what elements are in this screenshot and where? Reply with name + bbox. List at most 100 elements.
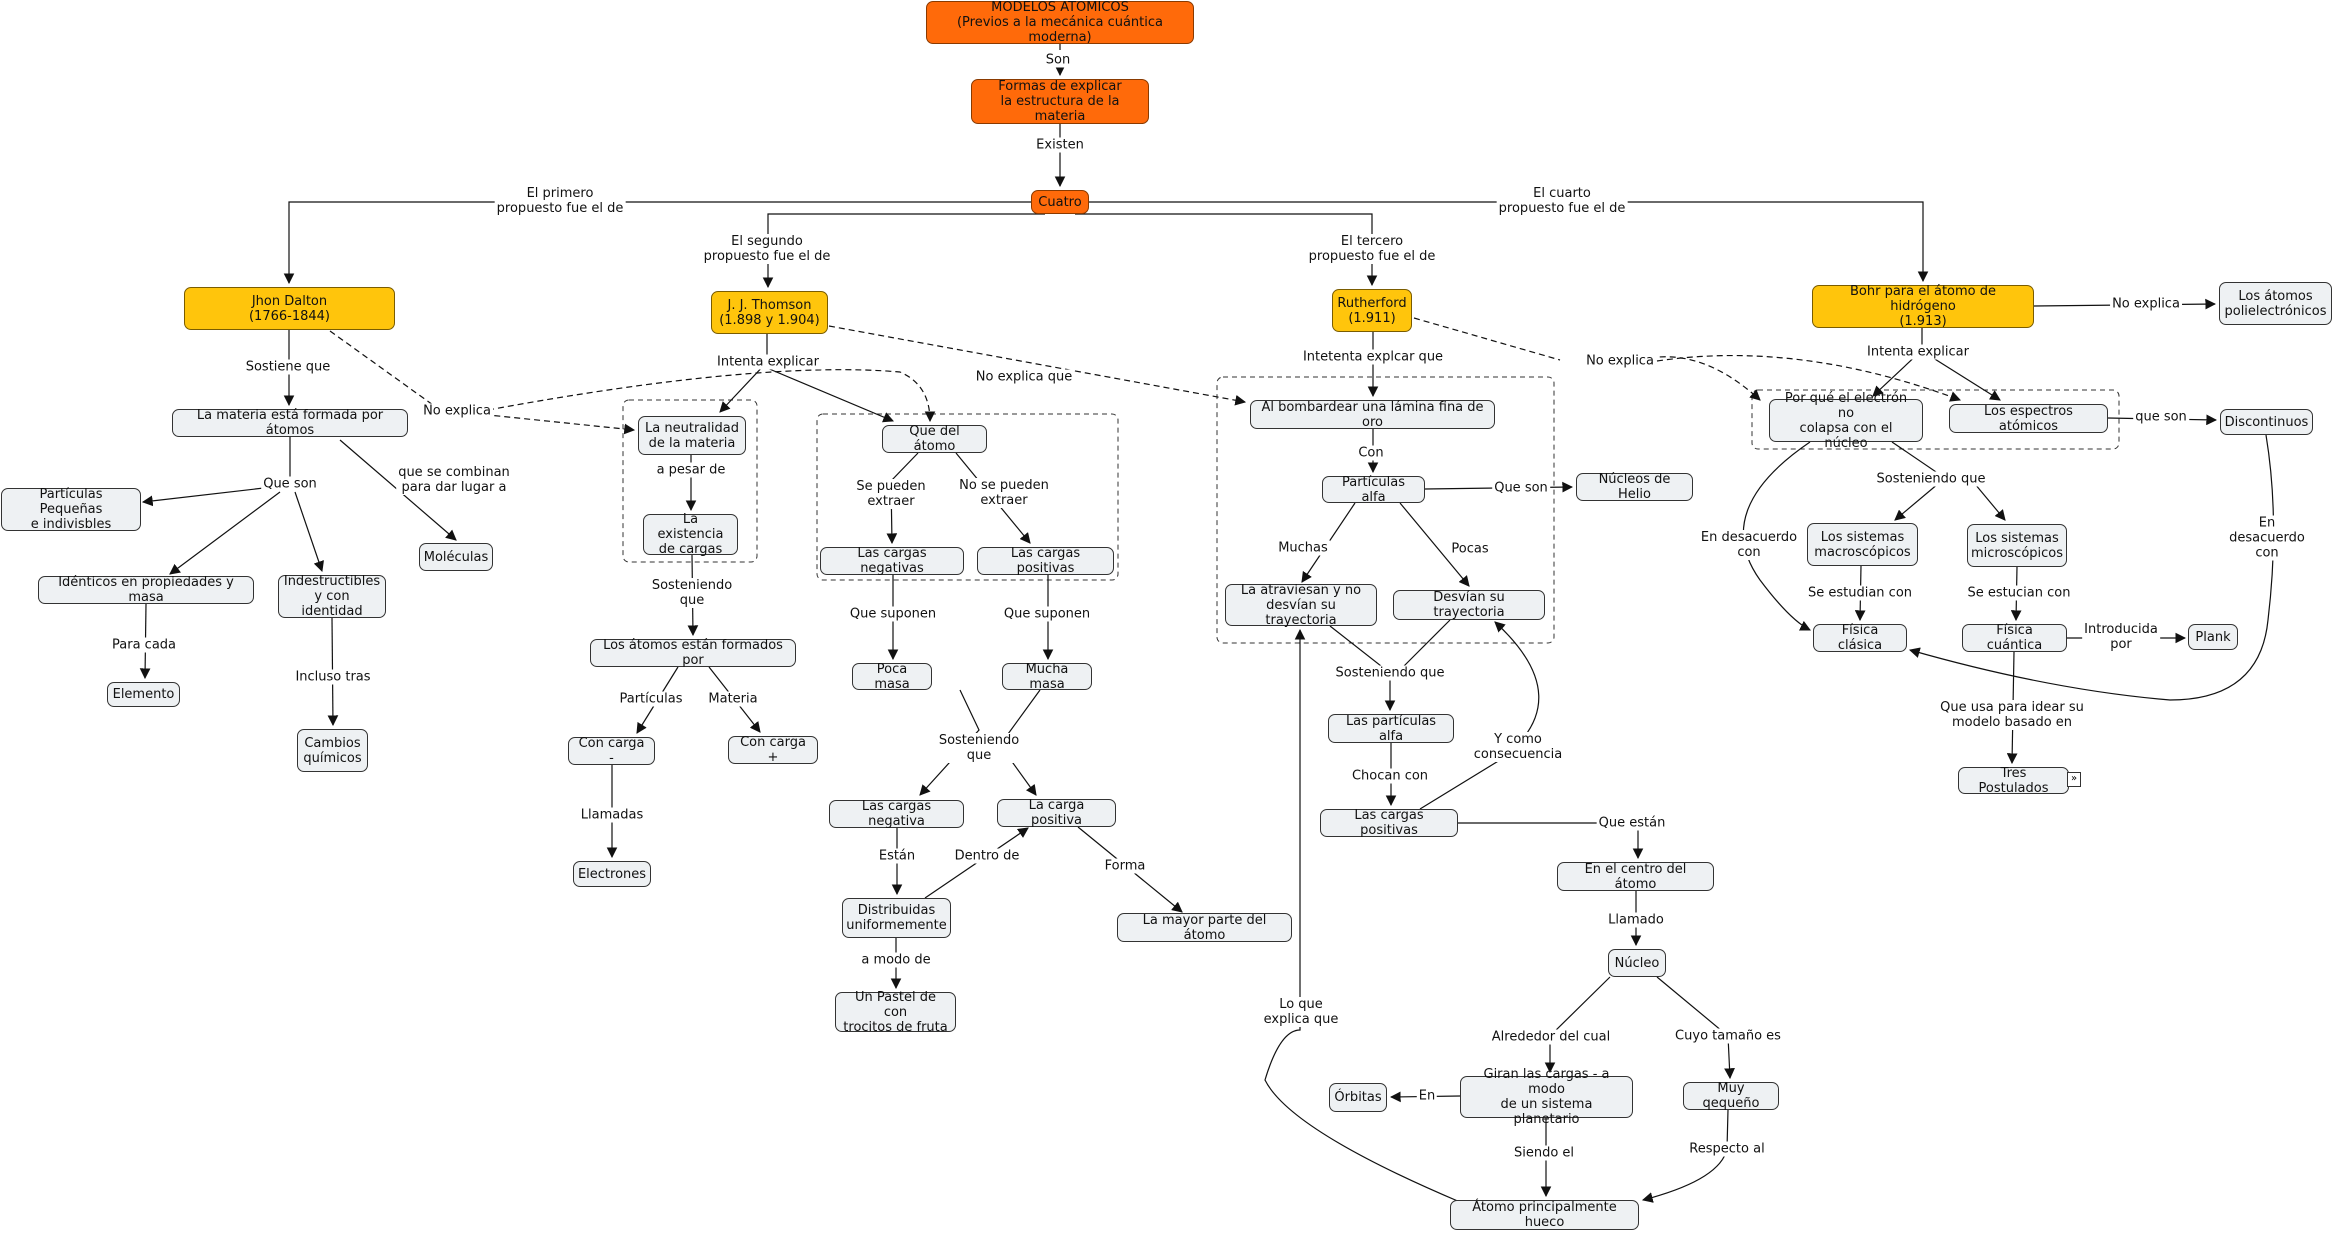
- link-label-no-explica-bohr: No explica: [2110, 296, 2182, 312]
- nucleos-helio-node[interactable]: Núcleos de Helio: [1576, 472, 1693, 502]
- fisica-cuantica-node[interactable]: Física cuántica: [1962, 623, 2067, 653]
- connector-59: [1742, 441, 1811, 631]
- orbitas-node[interactable]: Órbitas: [1329, 1083, 1387, 1112]
- group-box-bohr: [1751, 389, 2120, 450]
- rutherford-node[interactable]: Rutherford (1.911): [1332, 289, 1412, 332]
- link-label-no-explica-dalton: No explica: [421, 403, 493, 419]
- microscopicos-node[interactable]: Los sistemas microscópicos: [1967, 524, 2067, 567]
- group-box-thomson-left: [622, 399, 758, 563]
- link-label-consecuencia: Y como consecuencia: [1471, 732, 1565, 762]
- atraviesan-node[interactable]: La atraviesan y no desvían su trayectori…: [1225, 583, 1377, 628]
- desvian-node[interactable]: Desvían su trayectoria: [1393, 590, 1545, 620]
- por-que-node[interactable]: Por qué el electrón no colapsa con el nú…: [1769, 391, 1923, 451]
- dalton-node[interactable]: Jhon Dalton (1766-1844): [184, 287, 395, 330]
- macroscopicos-node[interactable]: Los sistemas macroscópicos: [1807, 523, 1918, 566]
- cargas-negativa-node[interactable]: Las cargas negativa: [829, 799, 964, 829]
- con-carga-pos-node[interactable]: Con carga +: [728, 735, 818, 765]
- link-label-combinan: que se combinan para dar lugar a: [396, 465, 512, 495]
- root-node[interactable]: MODELOS ATÓMICOS (Previos a la mecánica …: [926, 0, 1194, 45]
- las-particulas-alfa-node[interactable]: Las partículas alfa: [1328, 714, 1454, 744]
- link-label-muchas: Muchas: [1276, 540, 1330, 556]
- fisica-clasica-node[interactable]: Física clásica: [1813, 623, 1907, 653]
- link-label-suponen1: Que suponen: [847, 606, 939, 622]
- cargas-positivas-r-node[interactable]: Las cargas positivas: [1320, 808, 1458, 838]
- link-label-estudian2: Se estucian con: [1965, 585, 2073, 601]
- cargas-negativas-node[interactable]: Las cargas negativas: [820, 546, 964, 576]
- atomos-formados-node[interactable]: Los átomos están formados por: [590, 638, 796, 668]
- link-label-incluso: Incluso tras: [293, 669, 373, 685]
- identicos-node[interactable]: Idénticos en propiedades y masa: [38, 575, 254, 605]
- poca-masa-node[interactable]: Poca masa: [852, 662, 932, 692]
- connector-49: [1264, 628, 1461, 1203]
- discontinuos-node[interactable]: Discontinuos: [2220, 409, 2313, 435]
- link-label-no-se-pueden: No se pueden extraer: [957, 478, 1051, 508]
- bohr-node[interactable]: Bohr para el átomo de hidrógeno (1.913): [1812, 284, 2034, 329]
- expand-icon[interactable]: »: [2067, 772, 2081, 787]
- distribuidas-node[interactable]: Distribuidas uniformemente: [842, 898, 951, 938]
- link-label-alrededor: Alrededor del cual: [1489, 1029, 1613, 1045]
- mucha-masa-node[interactable]: Mucha masa: [1002, 662, 1092, 692]
- link-label-cuarto: El cuarto propuesto fue el de: [1496, 186, 1628, 216]
- particulas-pequenas-node[interactable]: Partículas Pequeñas e indivisbles: [1, 487, 141, 532]
- link-label-llamadas: Llamadas: [578, 807, 646, 823]
- connector-54: [1639, 356, 1761, 401]
- link-label-tamano: Cuyo tamaño es: [1673, 1028, 1783, 1044]
- con-carga-neg-node[interactable]: Con carga -: [568, 736, 655, 766]
- particulas-alfa-node[interactable]: Partículas alfa: [1322, 475, 1425, 505]
- link-label-sostiene: Sostiene que: [243, 359, 333, 375]
- connector-9: [169, 491, 281, 575]
- electrones-node[interactable]: Electrones: [573, 861, 651, 887]
- materia-atomos-node[interactable]: La materia está formada por átomos: [172, 408, 408, 438]
- connector-27: [919, 689, 980, 796]
- link-label-idear: Que usa para idear su modelo basado en: [1938, 700, 2086, 730]
- bombardear-node[interactable]: Al bombardear una lámina fina de oro: [1250, 400, 1495, 430]
- link-label-forma: Forma: [1102, 858, 1148, 874]
- muy-pequeno-node[interactable]: Muy qequeño: [1683, 1081, 1779, 1111]
- centro-atomo-node[interactable]: En el centro del átomo: [1557, 862, 1714, 892]
- indestructibles-node[interactable]: Indestructibles y con identidad: [278, 574, 386, 619]
- atomo-hueco-node[interactable]: Átomo principalmente hueco: [1450, 1200, 1639, 1230]
- connector-52: [1929, 355, 2001, 401]
- plank-node[interactable]: Plank: [2188, 624, 2238, 650]
- link-label-que-son-r: Que son: [1492, 480, 1550, 496]
- neutralidad-node[interactable]: La neutralidad de la materia: [638, 416, 746, 455]
- giran-node[interactable]: Giran las cargas - a modo de un sistema …: [1460, 1067, 1633, 1127]
- cargas-positivas-node[interactable]: Las cargas positivas: [977, 546, 1114, 576]
- moleculas-node[interactable]: Moléculas: [419, 543, 493, 571]
- thomson-node[interactable]: J. J. Thomson (1.898 y 1.904): [711, 291, 828, 334]
- espectros-node[interactable]: Los espectros atómicos: [1949, 404, 2108, 434]
- carga-positiva-node[interactable]: La carga positiva: [997, 798, 1116, 828]
- cuatro-node[interactable]: Cuatro: [1031, 190, 1089, 214]
- mayor-parte-node[interactable]: La mayor parte del átomo: [1117, 913, 1292, 943]
- link-label-con: Con: [1356, 445, 1386, 461]
- formas-node[interactable]: Formas de explicar la estructura de la m…: [971, 79, 1149, 124]
- connector-53: [1413, 317, 1561, 361]
- link-label-respecto: Respecto al: [1687, 1141, 1767, 1157]
- nucleo-node[interactable]: Núcleo: [1608, 949, 1666, 977]
- cambios-node[interactable]: Cambios químicos: [297, 729, 368, 772]
- existencia-node[interactable]: La existencia de cargas: [643, 512, 738, 557]
- link-label-que-son-b: que son: [2133, 409, 2189, 425]
- link-label-que-son: Que son: [261, 476, 319, 492]
- elemento-node[interactable]: Elemento: [107, 682, 180, 707]
- que-atomo-node[interactable]: Que del átomo: [882, 424, 987, 454]
- link-label-sosteniendo-b: Sosteniendo que: [1874, 471, 1988, 487]
- polielectronicos-node[interactable]: Los átomos polielectrónicos: [2219, 282, 2332, 325]
- connector-37: [1399, 502, 1470, 587]
- link-label-suponen2: Que suponen: [1001, 606, 1093, 622]
- link-label-llamado: Llamado: [1606, 912, 1666, 928]
- link-label-sosteniendo-t2: Sosteniendo que: [936, 733, 1022, 763]
- group-box-thomson-right: [816, 413, 1119, 581]
- link-label-no-explica-bohr2: No explica: [1584, 353, 1656, 369]
- pastel-node[interactable]: Un Pastel de con trocitos de fruta: [835, 990, 956, 1035]
- link-label-para-cada: Para cada: [110, 637, 178, 653]
- link-label-modo: a modo de: [859, 952, 933, 968]
- connector-16: [828, 325, 1247, 406]
- tres-postulados-node[interactable]: Tres Postulados: [1958, 766, 2069, 796]
- link-label-segundo: El segundo propuesto fue el de: [701, 234, 833, 264]
- link-label-son: Son: [1043, 52, 1073, 68]
- connector-51: [1872, 328, 1923, 397]
- link-label-no-explica-thomson: No explica que: [973, 369, 1075, 385]
- connector-39: [1399, 619, 1451, 671]
